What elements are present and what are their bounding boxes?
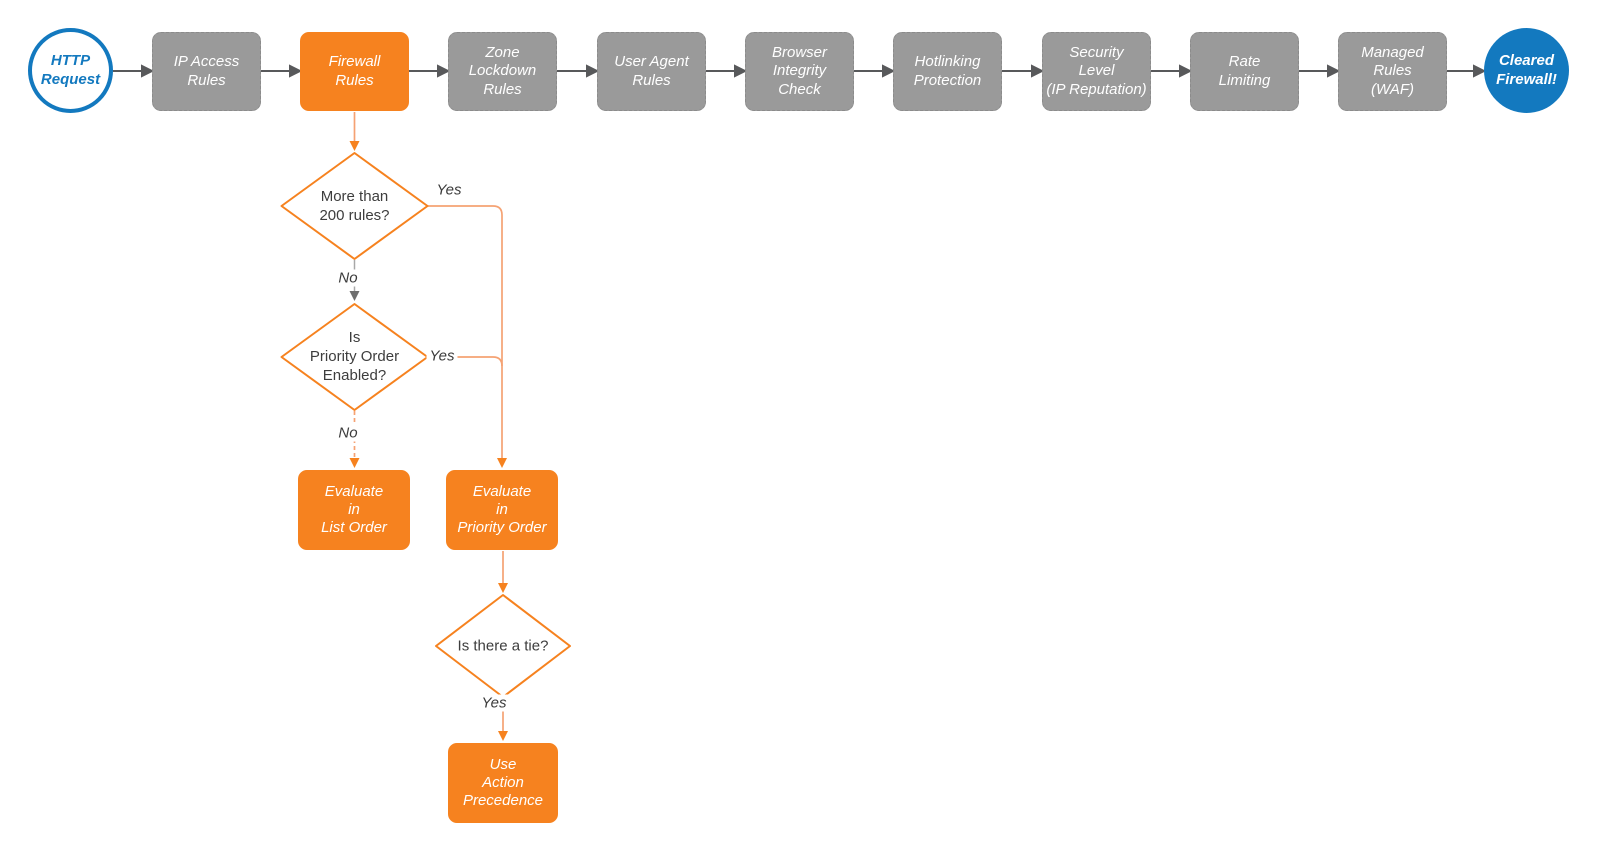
arrowhead [882, 64, 896, 78]
pipeline-arrows [113, 64, 1487, 78]
edge-label-no-2: No [335, 424, 361, 442]
action-evaluate-in-list-order: Evaluate in List Order [298, 470, 410, 550]
decision-shapes [280, 152, 571, 698]
orange-arrowheads [349, 141, 508, 741]
decision-more-than-200-label: More than 200 rules? [319, 187, 390, 224]
arrowhead [437, 64, 451, 78]
decision-tie-label: Is there a tie? [457, 637, 549, 655]
arrowhead [1473, 64, 1487, 78]
connector-d2-yes-merge [427, 356, 503, 367]
arrowhead [734, 64, 748, 78]
arrowhead [1179, 64, 1193, 78]
arrowhead-into-priority [497, 458, 507, 468]
arrowhead [141, 64, 155, 78]
step-browser-integrity-check: Browser Integrity Check [745, 32, 854, 111]
diamond-priority-enabled [280, 303, 429, 411]
arrowhead [1031, 64, 1045, 78]
edge-label-yes-2: Yes [426, 347, 458, 365]
edge-label-yes-1: Yes [436, 181, 462, 199]
diamond-more-than-200 [280, 152, 429, 260]
action-use-action-precedence: Use Action Precedence [448, 743, 558, 823]
decision-priority-enabled-label: Is Priority Order Enabled? [309, 329, 400, 385]
arrowhead [1327, 64, 1341, 78]
edge-label-yes-3: Yes [478, 694, 510, 712]
step-ip-access-rules: IP Access Rules [152, 32, 261, 111]
step-zone-lockdown-rules: Zone Lockdown Rules [448, 32, 557, 111]
step-firewall-rules: Firewall Rules [300, 32, 409, 111]
step-user-agent-rules: User Agent Rules [597, 32, 706, 111]
step-rate-limiting: Rate Limiting [1190, 32, 1299, 111]
step-hotlinking-protection: Hotlinking Protection [893, 32, 1002, 111]
arrowhead-into-d1 [349, 141, 360, 151]
arrowhead-gray-down [349, 291, 360, 301]
arrowhead-into-precedence [498, 731, 508, 741]
arrowhead-into-list [349, 458, 360, 468]
step-security-level: Security Level (IP Reputation) [1042, 32, 1151, 111]
connector-d1-yes [427, 205, 503, 458]
arrowhead [289, 64, 303, 78]
step-managed-rules-waf: Managed Rules (WAF) [1338, 32, 1447, 111]
arrowhead-into-d3 [498, 583, 508, 593]
start-node-http-request: HTTP Request [28, 28, 113, 113]
end-node-cleared-firewall: Cleared Firewall! [1484, 28, 1569, 113]
edge-label-no-1: No [335, 269, 361, 287]
action-evaluate-in-priority-order: Evaluate in Priority Order [446, 470, 558, 550]
arrowhead [586, 64, 600, 78]
